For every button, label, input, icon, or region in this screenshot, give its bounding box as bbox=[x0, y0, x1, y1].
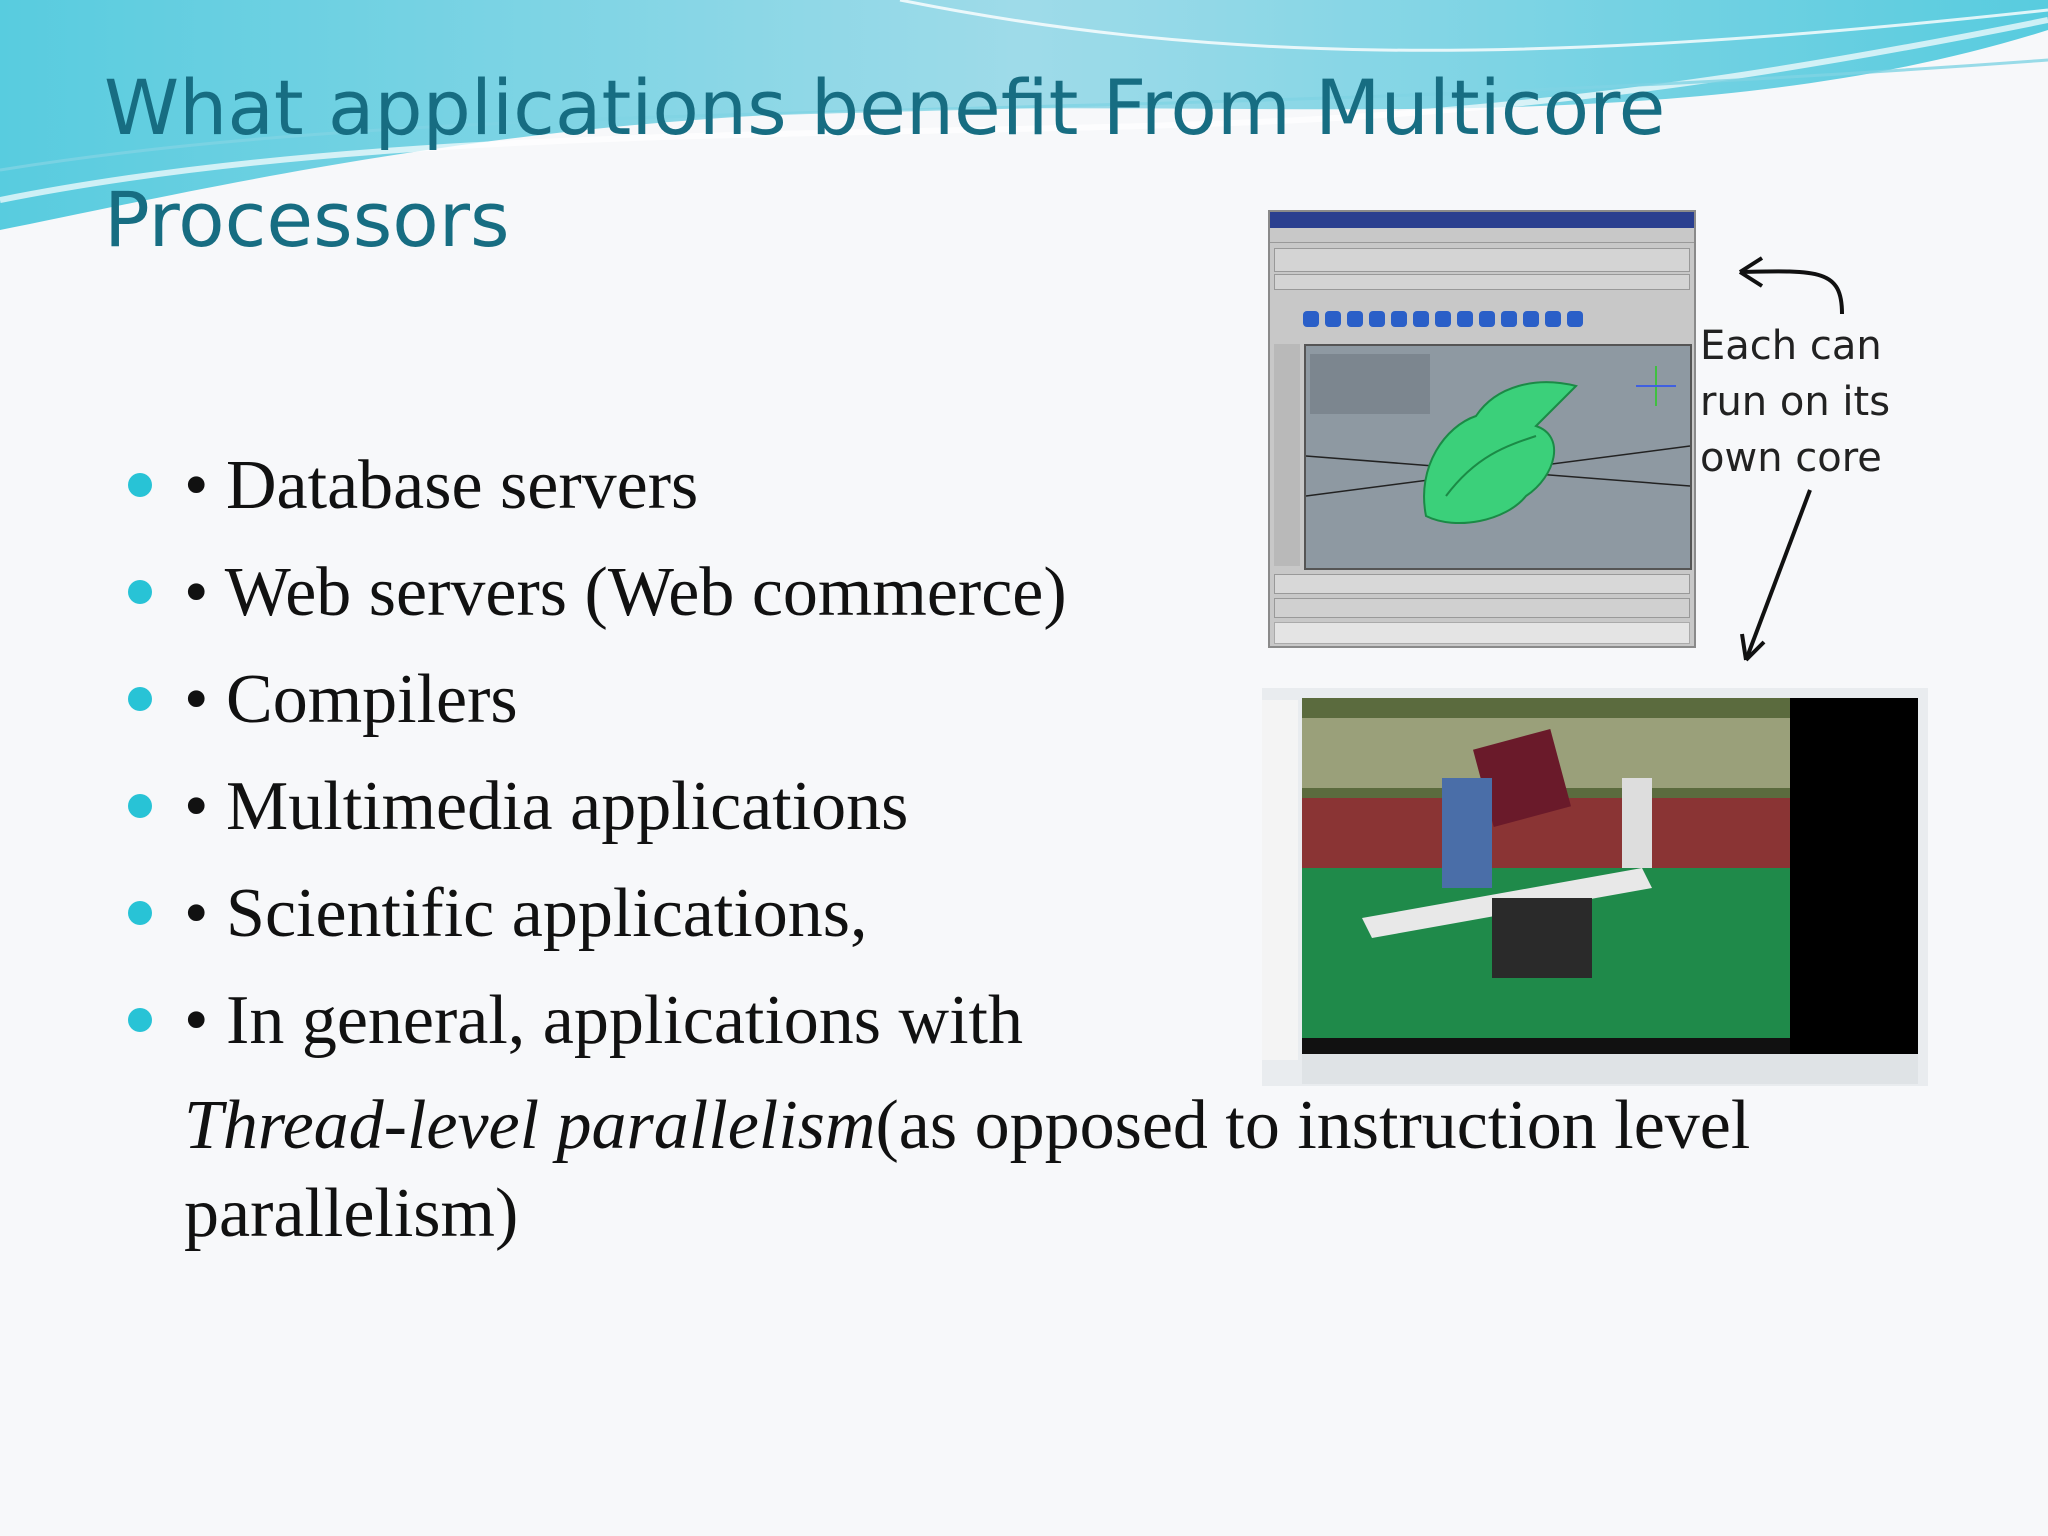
bullet-text: • In general, applications with bbox=[184, 982, 1023, 1059]
bullet-dot-icon bbox=[128, 580, 152, 604]
bullet-dot-icon bbox=[128, 794, 152, 818]
bullet-dot-icon bbox=[128, 1008, 152, 1032]
status-line-toolbar bbox=[1274, 248, 1690, 272]
player-sidebar bbox=[1262, 700, 1298, 1060]
arrows-decoration bbox=[1738, 256, 1844, 662]
help-line bbox=[1274, 622, 1690, 644]
player-controls bbox=[1302, 1054, 1918, 1084]
bullet-text: • Database servers bbox=[184, 447, 699, 524]
viewport-dragon-model bbox=[1304, 344, 1692, 570]
list-item: • Compilers bbox=[128, 646, 1828, 753]
bullet-list: • Database servers • Web servers (Web co… bbox=[128, 432, 1828, 1074]
list-item: • Web servers (Web commerce) bbox=[128, 539, 1828, 646]
timeline bbox=[1274, 574, 1690, 594]
window-titlebar bbox=[1270, 212, 1694, 228]
header-swoosh-decoration bbox=[0, 0, 2048, 230]
list-item: • Multimedia applications bbox=[128, 753, 1828, 860]
bullet-text: • Compilers bbox=[184, 661, 518, 738]
bullet-dot-icon bbox=[128, 901, 152, 925]
bullet-text: • Multimedia applications bbox=[184, 768, 909, 845]
3d-modeling-app-screenshot bbox=[1268, 210, 1696, 648]
menu-bar bbox=[1270, 228, 1694, 243]
slide-title: What applications benefit From Multicore… bbox=[104, 63, 1666, 264]
list-item: • Scientific applications, bbox=[128, 860, 1828, 967]
list-item: • In general, applications with bbox=[128, 967, 1828, 1074]
video-frame-robot-scene bbox=[1302, 698, 1918, 1054]
bullet-text: • Scientific applications, bbox=[184, 875, 868, 952]
video-player-screenshot bbox=[1262, 688, 1928, 1086]
bullet-dot-icon bbox=[128, 473, 152, 497]
caption-text: Each can run on its own core bbox=[1700, 323, 1891, 481]
continuation-text: (as opposed to instruction level paralle… bbox=[184, 1087, 1751, 1252]
range-slider bbox=[1274, 598, 1690, 618]
list-item: • Database servers bbox=[128, 432, 1828, 539]
toolbox bbox=[1274, 344, 1300, 566]
tool-shelf bbox=[1300, 308, 1680, 340]
bullet-dot-icon bbox=[128, 687, 152, 711]
shelf-tabs bbox=[1274, 274, 1690, 290]
bullet-continuation: Thread-level parallelism(as opposed to i… bbox=[184, 1082, 1884, 1258]
bullet-text: • Web servers (Web commerce) bbox=[184, 554, 1067, 631]
italic-term: Thread-level parallelism bbox=[184, 1087, 876, 1164]
